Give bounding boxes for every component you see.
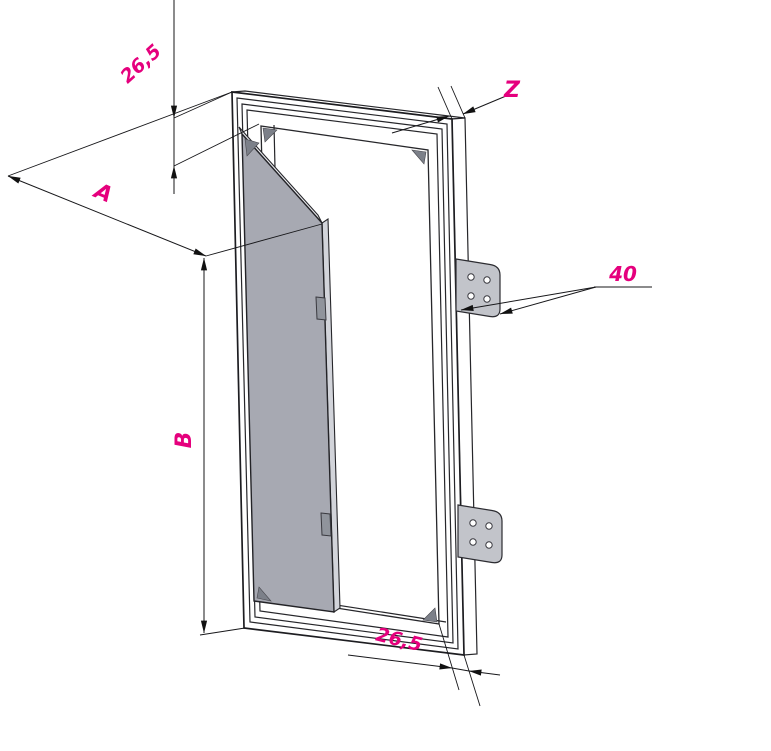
frame-profile-ring-1	[236, 97, 459, 650]
door-latch-bottom	[320, 512, 332, 537]
mounting-brackets	[455, 258, 503, 564]
door	[238, 126, 341, 614]
dimension-line	[468, 669, 501, 676]
leader-line	[460, 286, 597, 311]
extension-line	[173, 123, 260, 167]
door-corner-plate-bottom	[256, 586, 272, 602]
dimension-label-26-5-top: 26,5	[116, 40, 166, 88]
bracket-hole	[483, 276, 491, 284]
dimension-line	[451, 667, 470, 672]
dimension-line	[462, 95, 507, 115]
dimension-label-Z: Z	[503, 78, 521, 103]
bracket-hole	[467, 292, 475, 300]
bracket-hole	[485, 522, 493, 530]
extension-line	[463, 654, 481, 707]
bracket-hole	[485, 541, 493, 549]
extension-line	[450, 85, 466, 119]
extension-line	[199, 627, 246, 636]
dimension-label-40: 40	[608, 262, 637, 286]
dimension-height-B: B	[172, 257, 246, 636]
dimension-line	[347, 654, 453, 670]
frame-gusset-bottom-right	[422, 607, 438, 623]
door-latch-top	[315, 296, 327, 321]
dimension-label-A: A	[89, 178, 116, 208]
extension-line	[7, 91, 233, 177]
mounting-bracket-bottom	[457, 504, 503, 564]
frame-gusset-top-left	[262, 127, 278, 143]
mounting-bracket-top	[455, 258, 501, 318]
door-corner-plate-top	[244, 138, 260, 157]
bracket-hole	[469, 538, 477, 546]
dimension-label-B: B	[172, 432, 197, 449]
extension-line	[173, 91, 233, 119]
dimension-recess-depth-Z: Z	[391, 78, 521, 134]
extension-line	[438, 623, 460, 691]
bracket-hole	[467, 273, 475, 281]
extension-line	[437, 86, 453, 120]
extension-line	[205, 223, 323, 257]
bracket-hole	[483, 295, 491, 303]
dimension-bracket-40: 40	[460, 262, 652, 315]
leader-line	[499, 286, 597, 315]
dimension-line	[391, 115, 450, 134]
bracket-hole	[469, 519, 477, 527]
door-panel-face	[241, 132, 335, 613]
frame-gusset-top-right	[411, 149, 427, 165]
dimension-line	[7, 175, 207, 257]
